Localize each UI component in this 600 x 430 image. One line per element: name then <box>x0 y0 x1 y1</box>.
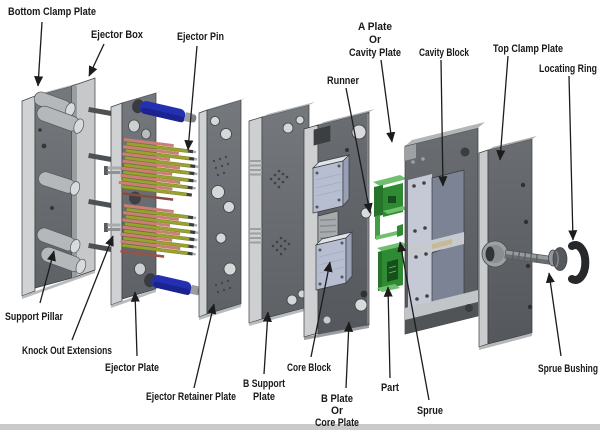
arrow-part <box>383 286 393 379</box>
ejector-pins-upper <box>118 138 199 201</box>
label-top-clamp-plate: Top Clamp Plate <box>493 43 563 55</box>
arrow-runner <box>345 87 373 214</box>
label-part: Part <box>381 382 399 394</box>
top-clamp-plate <box>478 136 537 350</box>
label-a-plate-3: Cavity Plate <box>349 47 401 59</box>
label-locating-ring: Locating Ring <box>539 63 597 75</box>
label-runner: Runner <box>327 75 360 87</box>
arrow-top-clamp-plate <box>496 55 509 161</box>
label-sprue: Sprue <box>417 405 443 417</box>
label-b-support-plate-2: Plate <box>253 391 275 403</box>
labels: Bottom Clamp Plate Ejector Box Ejector P… <box>5 6 598 429</box>
arrow-ejector-box <box>88 43 105 77</box>
label-b-plate-2: Or <box>331 405 344 417</box>
return-pin-blue-top <box>132 99 197 123</box>
part <box>377 242 408 292</box>
label-bottom-clamp-plate: Bottom Clamp Plate <box>8 6 96 18</box>
b-support-plate <box>248 102 315 326</box>
ejector-retainer-plate <box>198 98 246 320</box>
sprue <box>375 215 403 240</box>
arrow-b-support-plate <box>262 311 272 375</box>
a-plate-cavity-plate <box>404 122 485 335</box>
arrow-support-pillar <box>39 250 56 304</box>
label-b-support-plate-1: B Support <box>243 378 285 390</box>
locating-ring <box>568 241 590 284</box>
label-core-block: Core Block <box>287 362 332 374</box>
arrow-b-plate <box>344 321 354 389</box>
label-sprue-bushing: Sprue Bushing <box>538 363 598 375</box>
ejector-pins-lower <box>120 204 199 258</box>
core-block <box>311 154 354 291</box>
support-pillars <box>33 91 87 274</box>
return-pin-blue-bottom <box>144 273 203 296</box>
label-support-pillar: Support Pillar <box>5 311 64 323</box>
arrow-bottom-clamp-plate <box>34 21 44 87</box>
label-knock-out-extensions: Knock Out Extensions <box>22 345 112 357</box>
arrow-knock-out-extensions <box>71 235 114 341</box>
arrow-sprue <box>397 241 430 401</box>
arrow-locating-ring <box>568 75 578 241</box>
label-ejector-plate: Ejector Plate <box>105 362 159 374</box>
label-a-plate-2: Or <box>369 34 382 46</box>
arrow-sprue-bushing <box>545 272 562 357</box>
arrow-cavity-block <box>438 59 448 187</box>
label-ejector-retainer-plate: Ejector Retainer Plate <box>146 391 236 403</box>
arrow-core-block <box>310 261 333 358</box>
label-ejector-box: Ejector Box <box>91 29 144 41</box>
knock-out-extensions <box>104 166 121 232</box>
runner <box>373 175 408 217</box>
label-a-plate-1: A Plate <box>358 21 392 33</box>
leader-arrows <box>34 21 578 401</box>
arrow-ejector-pin <box>184 45 198 151</box>
label-b-plate-1: B Plate <box>321 393 353 405</box>
arrow-ejector-plate <box>130 291 140 357</box>
b-plate-core-plate <box>303 109 375 340</box>
sprue-bushing <box>504 247 568 271</box>
label-cavity-block: Cavity Block <box>419 47 470 59</box>
bottom-bar <box>0 424 600 430</box>
label-b-plate-3: Core Plate <box>315 417 359 429</box>
arrow-a-plate <box>380 59 396 143</box>
label-ejector-pin: Ejector Pin <box>177 31 224 43</box>
arrow-ejector-retainer-plate <box>193 303 217 389</box>
